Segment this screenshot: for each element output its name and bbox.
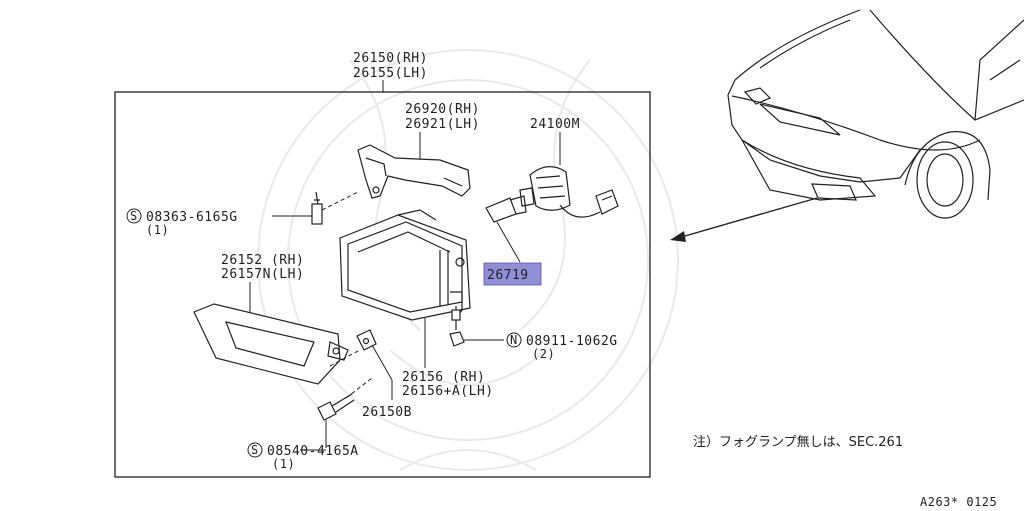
small-bulb-highlight[interactable] — [483, 262, 542, 286]
clip-label: 26150B — [362, 405, 412, 420]
screw-upper-qty: (1) — [146, 223, 169, 237]
nut-code: 08911-1062G — [526, 334, 618, 349]
screw-upper-code: 08363-6165G — [146, 210, 238, 225]
bezel-part — [193, 303, 349, 385]
lamp-unit-label-lh: 26156+A(LH) — [402, 384, 494, 399]
assembly-label-rh: 26150(RH) — [353, 51, 428, 66]
nut-label: N 08911-1062G (2) — [506, 332, 618, 361]
bracket-label-rh: 26920(RH) — [405, 102, 480, 117]
screw-upper-label: S 08363-6165G (1) — [126, 208, 238, 237]
screw-lower-label: S 08540-4165A (1) — [247, 442, 359, 471]
pointer-arrow — [670, 197, 818, 242]
screw-upper-path — [321, 191, 359, 211]
lamp-unit-label-rh: 26156 (RH) — [402, 370, 485, 385]
nut-qty: (2) — [532, 347, 555, 361]
screw-upper-part — [311, 191, 323, 225]
screw-lower-qty: (1) — [272, 457, 295, 471]
assembly-label-lh: 26155(LH) — [353, 66, 428, 81]
vehicle-illustration — [727, 9, 1024, 219]
screw-lower-code: 08540-4165A — [267, 444, 359, 459]
diagram-code: A263* 0125 — [920, 495, 997, 509]
clip-leader — [371, 344, 393, 381]
clip-part — [356, 329, 377, 351]
small-bulb-label[interactable]: 26719 — [487, 268, 529, 283]
bulb-part — [519, 166, 619, 218]
nut-part — [449, 306, 465, 347]
screw-lower-path — [345, 377, 373, 399]
note-text: 注）フォグランプ無しは、SEC.261 — [693, 435, 903, 450]
small-bulb-part — [485, 195, 527, 223]
bulb-label: 24100M — [530, 117, 580, 132]
clip-path — [329, 349, 361, 367]
svg-text:S: S — [130, 209, 138, 223]
bracket-label-lh: 26921(LH) — [405, 117, 480, 132]
bezel-label-rh: 26152 (RH) — [221, 253, 304, 268]
small-bulb-leader — [496, 221, 521, 263]
bracket-part — [357, 144, 471, 199]
svg-text:S: S — [251, 443, 259, 457]
lamp-unit-part — [339, 209, 471, 321]
svg-text:N: N — [510, 333, 518, 347]
bezel-label-lh: 26157N(LH) — [221, 267, 304, 282]
screw-lower-part — [317, 393, 355, 421]
